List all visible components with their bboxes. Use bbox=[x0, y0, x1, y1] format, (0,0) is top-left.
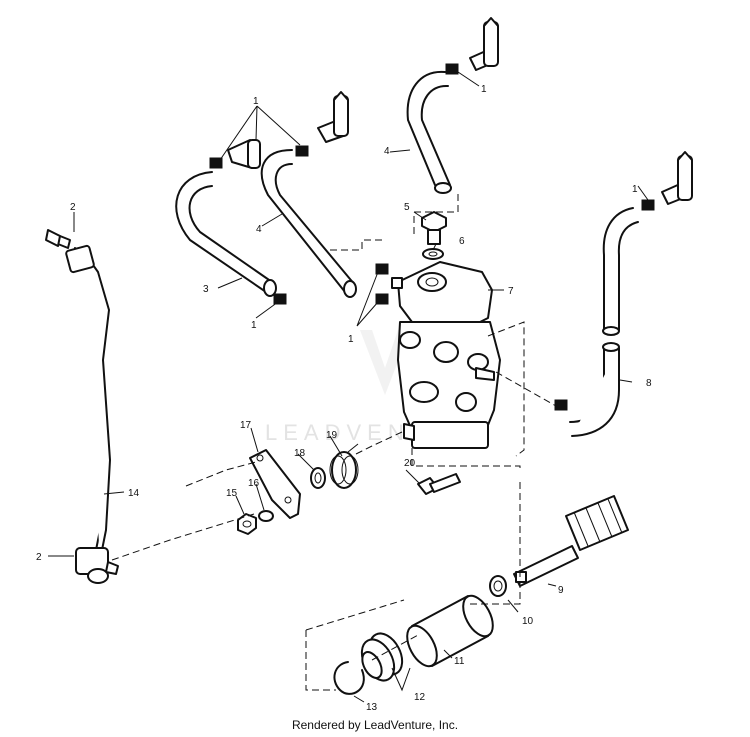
callout-17: 17 bbox=[240, 420, 252, 431]
sleeve-11 bbox=[406, 594, 494, 668]
callout-1: 1 bbox=[348, 334, 354, 345]
callout-19: 19 bbox=[326, 430, 338, 441]
callout-16: 16 bbox=[248, 478, 260, 489]
callout-10: 10 bbox=[522, 616, 534, 627]
callout-7: 7 bbox=[508, 286, 514, 297]
callout-15: 15 bbox=[226, 488, 238, 499]
ring-13 bbox=[333, 661, 365, 695]
nut-15 bbox=[237, 513, 257, 535]
callout-2: 2 bbox=[70, 202, 76, 213]
callout-18: 18 bbox=[294, 448, 306, 459]
bolt-20 bbox=[417, 473, 461, 495]
assembly-dashed-lines bbox=[111, 194, 557, 691]
hose-right-lower bbox=[569, 342, 620, 437]
clamps bbox=[209, 63, 655, 411]
shaft-gear-9 bbox=[513, 495, 629, 587]
callout-1: 1 bbox=[251, 320, 257, 331]
callout-6: 6 bbox=[459, 236, 465, 247]
fitting-left-end bbox=[45, 229, 61, 247]
spring-19 bbox=[329, 443, 359, 489]
callout-4: 4 bbox=[256, 224, 262, 235]
callout-9: 9 bbox=[558, 585, 564, 596]
hose-left bbox=[175, 171, 277, 297]
fitting-top-left bbox=[227, 139, 261, 169]
callout-4: 4 bbox=[384, 146, 390, 157]
fitting-top-right bbox=[469, 17, 499, 71]
lever-17 bbox=[249, 449, 301, 519]
callout-11: 11 bbox=[454, 656, 465, 667]
callout-1: 1 bbox=[481, 84, 487, 95]
washer-6 bbox=[422, 248, 444, 260]
fitting-right bbox=[661, 151, 693, 205]
watermark-logo bbox=[360, 330, 410, 395]
callout-3: 3 bbox=[203, 284, 209, 295]
callout-2: 2 bbox=[36, 552, 42, 563]
callout-1: 1 bbox=[632, 184, 638, 195]
seal-12 bbox=[360, 632, 404, 682]
hose-top-right bbox=[406, 70, 452, 194]
callout-8: 8 bbox=[646, 378, 652, 389]
washer-18 bbox=[310, 467, 326, 489]
callout-13: 13 bbox=[366, 702, 378, 713]
leader-lines bbox=[48, 71, 649, 703]
callout-1: 1 bbox=[253, 96, 259, 107]
callout-20: 20 bbox=[404, 458, 416, 469]
hose-right-upper bbox=[602, 207, 639, 336]
callout-5: 5 bbox=[404, 202, 410, 213]
screw-5 bbox=[421, 211, 447, 245]
callout-14: 14 bbox=[128, 488, 140, 499]
hose-middle bbox=[260, 149, 357, 298]
rod-assembly bbox=[47, 231, 119, 584]
callouts: 1 1 1 1 1 2 2 3 4 4 5 6 7 8 9 10 11 12 1… bbox=[36, 84, 652, 713]
washer-10 bbox=[489, 575, 507, 597]
footer-credit: Rendered by LeadVenture, Inc. bbox=[291, 718, 459, 732]
callout-12: 12 bbox=[414, 692, 426, 703]
oil-pump-body bbox=[391, 261, 501, 449]
fitting-top-middle bbox=[317, 91, 349, 143]
washer-16 bbox=[258, 510, 274, 522]
